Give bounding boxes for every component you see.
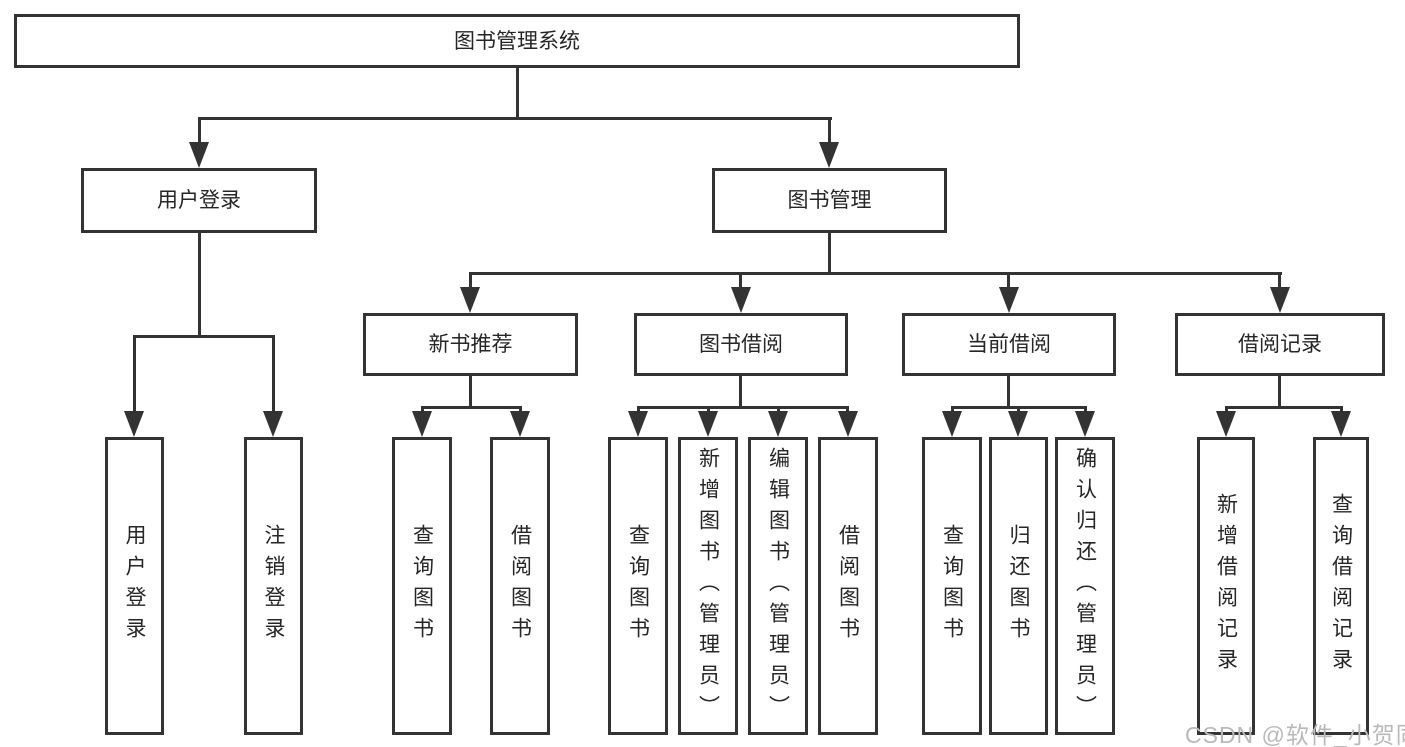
leaf-label: 借阅图书: [508, 524, 532, 648]
connector-stem: [272, 335, 275, 415]
connector-level2: [198, 117, 832, 120]
arrowhead-down: [1331, 411, 1351, 437]
node-book-management: 图书管理: [712, 168, 947, 233]
arrowhead-down: [819, 142, 839, 168]
connector-recommend-stub: [469, 376, 472, 409]
node-current-borrow: 当前借阅: [902, 313, 1116, 376]
arrowhead-down: [628, 411, 648, 437]
connector-borrow-stub: [739, 376, 742, 409]
leaf-label: 注销登录: [262, 524, 285, 648]
connector-stem: [739, 272, 742, 290]
node-new-book-recommend: 新书推荐: [363, 313, 578, 376]
leaf-label: 查询图书: [626, 524, 650, 648]
node-leaf-confirm-return-admin: 确认归还（管理员）: [1055, 437, 1115, 735]
connector-root-stub: [516, 68, 519, 118]
connector-records-children: [1225, 406, 1343, 409]
leaf-label: 归还图书: [1007, 524, 1030, 648]
connector-mgmt-stub: [828, 233, 831, 275]
arrowhead-down: [731, 287, 751, 313]
leaf-label: 查询图书: [410, 524, 434, 648]
connector-stem: [1278, 272, 1281, 290]
connector-stem: [198, 117, 201, 147]
leaf-label: 确认归还（管理员）: [1073, 446, 1097, 726]
arrowhead-down: [1270, 287, 1290, 313]
arrowhead-down: [412, 411, 432, 437]
node-leaf-return-books: 归还图书: [989, 437, 1048, 735]
arrowhead-down: [460, 287, 480, 313]
node-leaf-borrow-books: 借阅图书: [818, 437, 878, 735]
leaf-label: 查询借阅记录: [1329, 493, 1353, 679]
arrowhead-down: [1216, 411, 1236, 437]
arrowhead-down: [510, 411, 530, 437]
connector-level3: [469, 272, 1282, 275]
connector-current-stub: [1007, 376, 1010, 409]
node-library-system: 图书管理系统: [14, 14, 1020, 68]
leaf-label: 新增借阅记录: [1214, 493, 1238, 679]
arrowhead-down: [124, 411, 144, 437]
node-leaf-user-login: 用户登录: [105, 437, 164, 735]
node-leaf-add-books-admin: 新增图书（管理员）: [678, 437, 738, 735]
arrowhead-down: [698, 411, 718, 437]
arrowhead-down: [999, 287, 1019, 313]
leaf-label: 查询图书: [940, 524, 964, 648]
connector-recommend-children: [421, 406, 522, 409]
node-leaf-borrow-books-recommend: 借阅图书: [490, 437, 550, 735]
node-leaf-add-borrow-record: 新增借阅记录: [1197, 437, 1255, 735]
connector-stem: [828, 117, 831, 147]
arrowhead-down: [768, 411, 788, 437]
node-leaf-logout: 注销登录: [244, 437, 303, 735]
connector-stem: [133, 335, 136, 415]
node-user-login: 用户登录: [81, 168, 317, 233]
connector-login-children: [133, 335, 275, 338]
node-leaf-query-borrow-record: 查询借阅记录: [1313, 437, 1369, 735]
node-book-borrow: 图书借阅: [634, 313, 848, 376]
connector-stem: [469, 272, 472, 290]
leaf-label: 新增图书（管理员）: [696, 446, 720, 726]
node-leaf-query-books-current: 查询图书: [922, 437, 982, 735]
arrowhead-down: [838, 411, 858, 437]
arrowhead-down: [263, 411, 283, 437]
leaf-label: 用户登录: [123, 524, 146, 648]
arrowhead-down: [1008, 411, 1028, 437]
node-leaf-edit-books-admin: 编辑图书（管理员）: [748, 437, 808, 735]
leaf-label: 借阅图书: [836, 524, 860, 648]
arrowhead-down: [942, 411, 962, 437]
node-leaf-query-books-recommend: 查询图书: [392, 437, 452, 735]
connector-stem: [1007, 272, 1010, 290]
node-borrow-records: 借阅记录: [1175, 313, 1385, 376]
arrowhead-down: [189, 142, 209, 168]
node-leaf-query-books-borrow: 查询图书: [608, 437, 668, 735]
connector-borrow-children: [637, 406, 849, 409]
leaf-label: 编辑图书（管理员）: [766, 446, 790, 726]
csdn-watermark: CSDN @软件_小贺同学: [1185, 722, 1405, 747]
connector-login-stub: [198, 233, 201, 338]
arrowhead-down: [1075, 411, 1095, 437]
connector-records-stub: [1278, 376, 1281, 409]
